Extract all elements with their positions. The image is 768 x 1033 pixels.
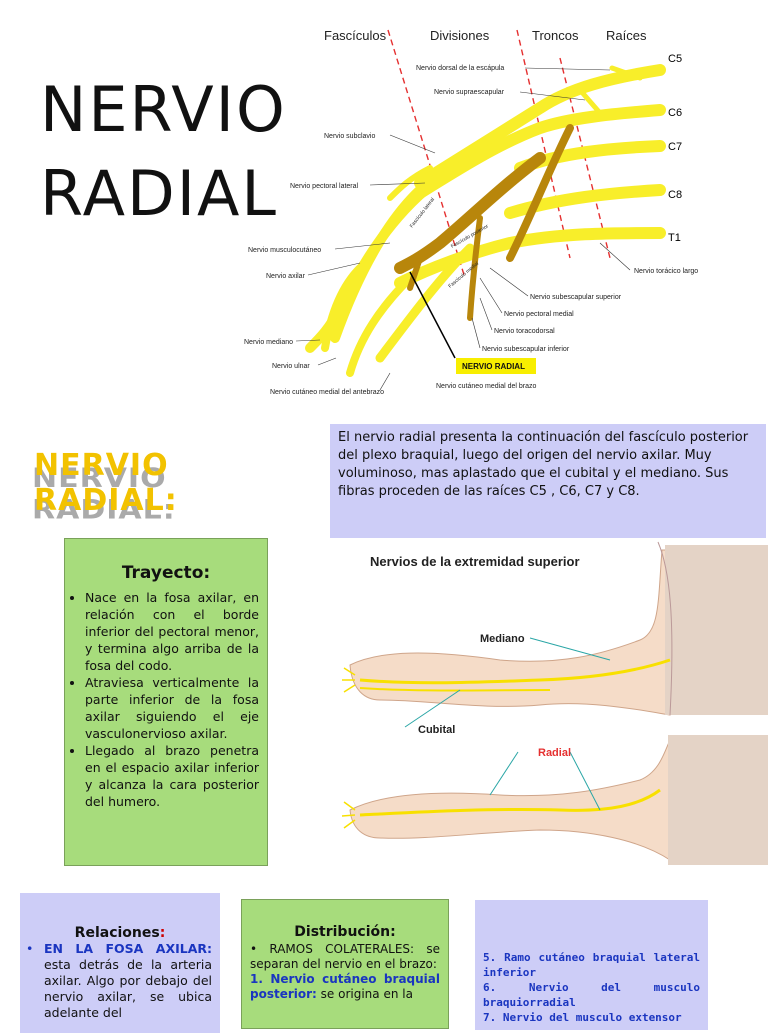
radial-pointer (409, 271, 456, 359)
trayecto-item: Llegado al brazo penetra en el espacio a… (85, 742, 259, 810)
label-axilar: Nervio axilar (266, 273, 306, 280)
label-cutaneo-antebrazo: Nervio cutáneo medial del antebrazo (270, 389, 384, 396)
label-supraescapular: Nervio supraescapular (434, 89, 505, 96)
title-line-2: RADIAL (40, 157, 278, 230)
label-toracico-largo: Nervio torácico largo (634, 268, 698, 275)
label-pectoral-lateral: Nervio pectoral lateral (290, 183, 359, 190)
header-divisiones: Divisiones (430, 28, 490, 43)
distribucion-title: Distribución: (294, 924, 396, 940)
ramos-item: 6. Nervio del musculo braquiorradial (483, 981, 700, 1009)
distribucion-item-1-label: 1. Nervio cutáneo braquial posterior: (250, 972, 440, 1001)
label-mediano: Nervio mediano (244, 339, 293, 346)
header-raices: Raíces (606, 28, 647, 43)
label-subescapular-inferior: Nervio subescapular inferior (482, 346, 570, 353)
posterior-cord (394, 124, 574, 321)
page-title: NERVIO RADIAL (40, 68, 287, 236)
label-radial-arm: Radial (538, 747, 571, 759)
ramos-item: 7. Nervio del musculo extensor (483, 1011, 682, 1024)
title-line-1: NERVIO (40, 73, 287, 146)
relaciones-body: • EN LA FOSA AXILAR: esta detrás de la a… (26, 941, 212, 1020)
label-musculocutaneo: Nervio musculocutáneo (248, 247, 321, 254)
trayecto-title: Trayecto: (121, 563, 211, 583)
label-toracodorsal: Nervio toracodorsal (494, 328, 555, 335)
arm-upper (342, 541, 768, 728)
distribucion-box: Distribución: • RAMOS COLATERALES: se se… (241, 899, 449, 1029)
intro-box: El nervio radial presenta la continuació… (330, 424, 766, 538)
root-c8: C8 (668, 189, 682, 201)
relaciones-title-text: Relaciones (74, 925, 160, 941)
relaciones-title-colon: : (159, 925, 166, 941)
distribucion-bullet: • RAMOS COLATERALES: se separan del nerv… (250, 942, 440, 971)
header-troncos: Troncos (532, 28, 579, 43)
distribucion-bullet-text: RAMOS COLATERALES: se separan del nervio… (250, 942, 440, 971)
arm-nerves-illustration: Nervios de la extremidad superior Median… (341, 541, 768, 865)
root-c7: C7 (668, 141, 682, 153)
label-cutaneo-brazo: Nervio cutáneo medial del brazo (436, 383, 536, 390)
label-subescapular-superior: Nervio subescapular superior (530, 294, 622, 301)
ramos-item: 5. Ramo cutáneo braquial lateral inferio… (483, 951, 700, 979)
label-radial-highlight: NERVIO RADIAL (462, 362, 525, 371)
label-subclavio: Nervio subclavio (324, 133, 375, 140)
intro-text: El nervio radial presenta la continuació… (338, 430, 749, 499)
label-dorsal-escapula: Nervio dorsal de la escápula (416, 65, 504, 72)
section-heading-shadow: NERVIO RADIAL: (32, 462, 176, 526)
trayecto-list: Nace en la fosa axilar, en relación con … (73, 589, 259, 810)
distribucion-item-1: 1. Nervio cutáneo braquial posterior: se… (250, 972, 440, 1002)
label-mediano-arm: Mediano (480, 633, 525, 645)
root-c6: C6 (668, 107, 682, 119)
label-leaders (295, 67, 631, 391)
ramos-box: 5. Ramo cutáneo braquial lateral inferio… (475, 900, 708, 1030)
trayecto-item: Atraviesa verticalmente la parte inferio… (85, 674, 259, 742)
root-c5: C5 (668, 53, 682, 65)
nerve-network (305, 64, 666, 377)
trayecto-box: Trayecto: Nace en la fosa axilar, en rel… (64, 538, 268, 866)
relaciones-box: Relaciones: • EN LA FOSA AXILAR: esta de… (20, 893, 220, 1033)
label-cubital-arm: Cubital (418, 724, 455, 736)
relaciones-text: esta detrás de la arteria axilar. Algo p… (44, 957, 212, 1020)
root-t1: T1 (668, 232, 681, 244)
header-fasciculos: Fascículos (324, 28, 387, 43)
relaciones-bullet-heading: EN LA FOSA AXILAR: (44, 941, 212, 956)
trayecto-item: Nace en la fosa axilar, en relación con … (85, 589, 259, 674)
label-pectoral-medial: Nervio pectoral medial (504, 311, 574, 318)
label-ulnar: Nervio ulnar (272, 363, 310, 370)
brachial-plexus-diagram: Fascículos Divisiones Troncos Raíces C5 … (244, 28, 698, 396)
arm-lower (341, 735, 768, 865)
section-heading: NERVIO RADIAL: NERVIO RADIAL: (28, 446, 318, 526)
distribucion-item-1-text: se origina en la (316, 987, 413, 1001)
section-heading-text: NERVIO RADIAL: (34, 448, 178, 518)
radial-highlight-box (456, 358, 536, 374)
relaciones-title: Relaciones: (28, 925, 212, 941)
arms-title: Nervios de la extremidad superior (370, 554, 580, 569)
